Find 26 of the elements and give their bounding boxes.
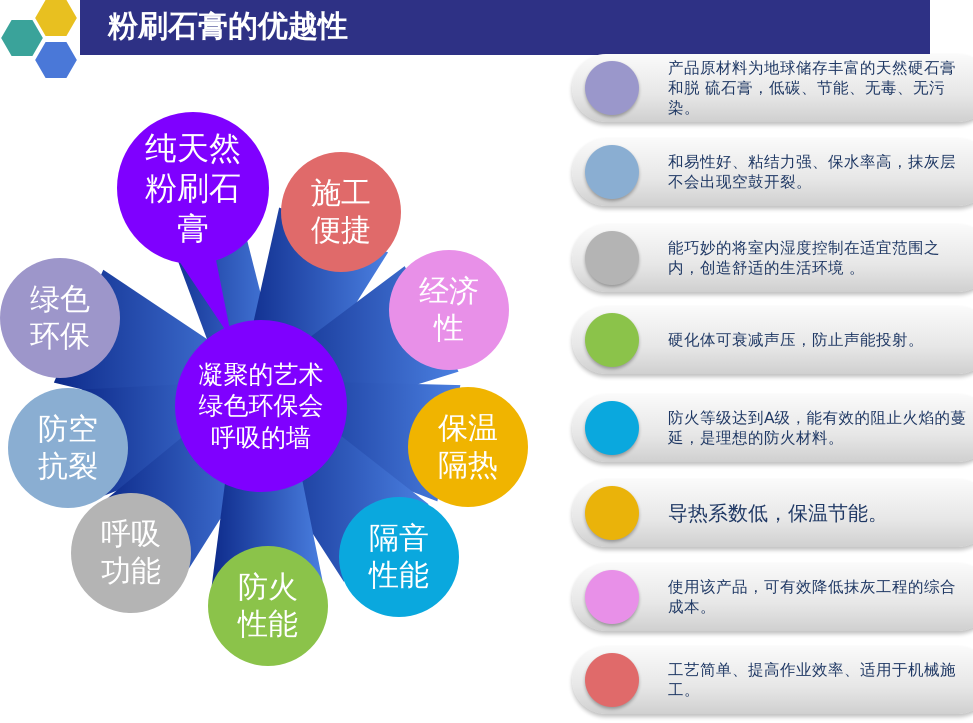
feature-text: 产品原材料为地球储存丰富的天然硬石膏和脱 硫石膏，低碳、节能、无毒、无污染。 (668, 58, 957, 120)
title: 粉刷石膏的优越性 (108, 8, 348, 46)
feature-pill (572, 306, 973, 374)
feature-text: 和易性好、粘结力强、保水率高，抹灰层不会出现空鼓开裂。 (668, 152, 957, 193)
feature-circle: 经济性 (389, 250, 509, 370)
feature-text: 能巧妙的将室内湿度控制在适宜范围之内，创造舒适的生活环境 。 (668, 238, 941, 279)
feature-pill (572, 479, 973, 547)
feature-text: 导热系数低，保温节能。 (668, 500, 889, 527)
feature-circle: 呼吸功能 (71, 493, 191, 613)
feature-pill (572, 394, 973, 462)
feature-pill (572, 646, 973, 714)
feature-circle: 施工便捷 (281, 152, 401, 272)
feature-circle: 防火性能 (208, 546, 328, 666)
feature-circle: 纯天然粉刷石膏 (117, 112, 269, 264)
feature-circle: 防空抗裂 (8, 388, 128, 508)
feature-text: 使用该产品，可有效降低抹灰工程的综合成本。 (668, 576, 957, 618)
feature-pill (572, 563, 973, 631)
feature-pill (572, 138, 973, 206)
feature-circle: 隔音性能 (339, 497, 459, 617)
feature-text: 防火等级达到A级，能有效的阻止火焰的蔓延，是理想的防火材料。 (668, 408, 968, 449)
feature-circle: 保温隔热 (408, 387, 528, 507)
feature-text: 工艺简单、提高作业效率、适用于机械施工。 (668, 660, 957, 701)
feature-circle: 绿色环保 (0, 258, 120, 378)
feature-pill (572, 54, 973, 122)
feature-text: 硬化体可衰减声压，防止声能投射。 (668, 330, 925, 351)
feature-pill (572, 224, 973, 292)
